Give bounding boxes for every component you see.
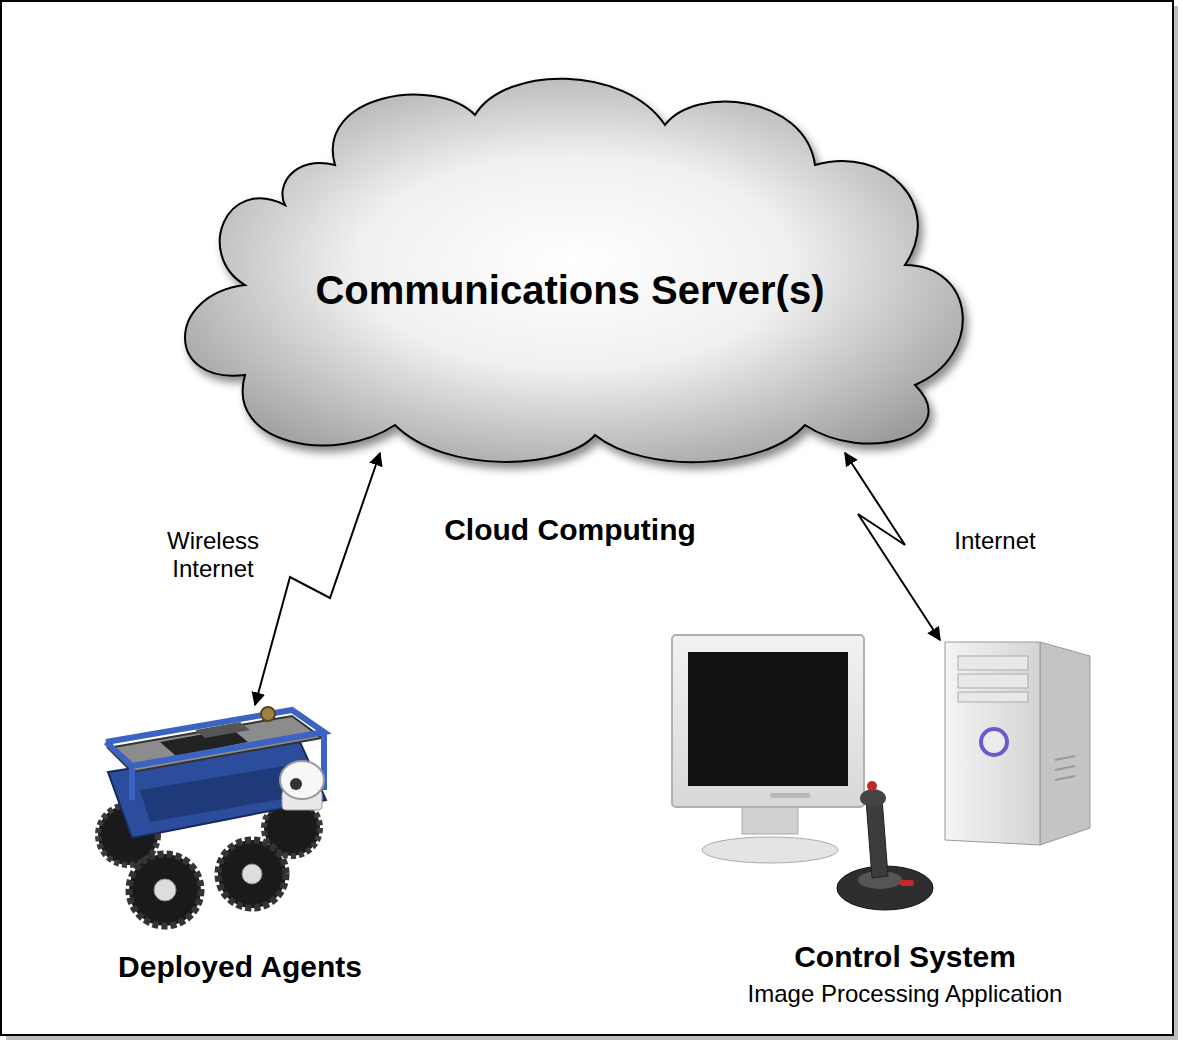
cloud-title: Communications Server(s)	[165, 267, 975, 313]
robot-illustration	[98, 707, 326, 926]
cloud-shape	[165, 55, 975, 465]
node-caption: Deployed Agents	[90, 950, 390, 985]
joystick-illustration	[837, 781, 933, 910]
monitor-illustration	[672, 635, 864, 863]
node-subcaption: Image Processing Application	[680, 980, 1130, 1008]
link-label: Wireless Internet	[148, 527, 278, 582]
cloud-node: Communications Server(s)Cloud Computing	[165, 55, 975, 465]
node-caption: Control System	[680, 940, 1130, 975]
wireless-link	[255, 453, 380, 705]
control-node: Control SystemImage Processing Applicati…	[680, 630, 1130, 1020]
cloud-caption: Cloud Computing	[165, 513, 975, 548]
wireless-link	[845, 453, 940, 640]
tower-illustration	[945, 642, 1090, 845]
link-label: Internet	[935, 527, 1055, 555]
agent-node: Deployed Agents	[90, 700, 390, 995]
